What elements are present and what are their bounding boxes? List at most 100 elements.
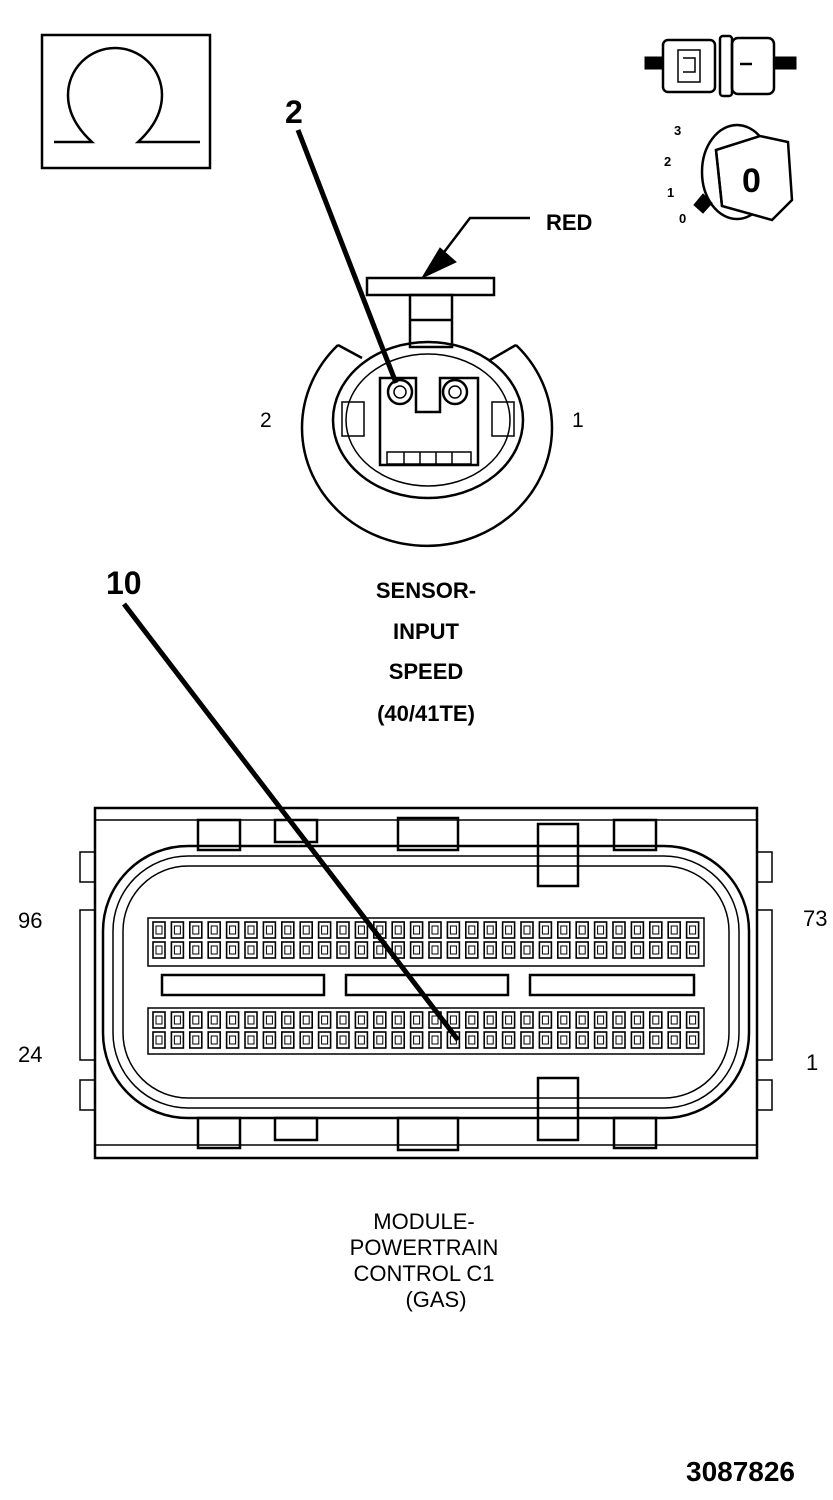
connector-disconnected-icon	[644, 34, 797, 98]
sensor-title-line-4: (40/41TE)	[377, 701, 475, 726]
pcm-pin-cavity	[667, 1011, 682, 1029]
pcm-pin-terminal	[302, 1035, 310, 1045]
pcm-pin-terminal	[265, 945, 273, 955]
pcm-pin-cavity	[409, 1031, 424, 1049]
pcm-pin-terminal	[541, 925, 549, 935]
pcm-pin-terminal	[505, 1015, 513, 1025]
pcm-pin-cavity	[189, 921, 203, 939]
pcm-pin-terminal	[173, 1035, 181, 1045]
pcm-pin-terminal	[284, 925, 292, 935]
pcm-pin-cavity	[593, 1011, 608, 1029]
pcm-pin-cavity	[372, 1011, 387, 1029]
pcm-title-line-1: MODULE-	[373, 1209, 474, 1234]
callout-2: 2	[285, 94, 399, 384]
pcm-pin-cavity	[409, 1011, 424, 1029]
pcm-pin-cavity	[409, 921, 424, 939]
pcm-pin-terminal	[321, 945, 329, 955]
pcm-pin-terminal	[155, 1035, 163, 1045]
pcm-pin-cavity	[464, 1011, 479, 1029]
pcm-pin-terminal	[541, 1035, 549, 1045]
ignition-position-0: 0	[679, 211, 686, 226]
pcm-pin-terminal	[247, 925, 255, 935]
pcm-pin-cavity	[428, 941, 442, 959]
pcm-pin-cavity	[446, 941, 461, 959]
pcm-pin-terminal	[689, 1015, 697, 1025]
pcm-pin-terminal	[560, 945, 568, 955]
pcm-pin-cavity	[575, 1031, 590, 1049]
pcm-pin-terminal	[155, 945, 163, 955]
pcm-pin-cavity	[483, 941, 498, 959]
pcm-pin-cavity	[262, 1011, 277, 1029]
sensor-title-line-1: SENSOR-	[376, 578, 476, 603]
pcm-pin-terminal	[652, 925, 660, 935]
pcm-pin-terminal	[394, 1015, 402, 1025]
pcm-pin-cavity	[593, 1031, 608, 1049]
pcm-pin-terminal	[192, 945, 200, 955]
sensor-title: SENSOR- INPUT SPEED (40/41TE)	[376, 578, 476, 726]
pcm-pin-terminal	[505, 925, 513, 935]
pcm-pin-terminal	[468, 925, 476, 935]
pcm-pin-terminal	[339, 1035, 347, 1045]
ohm-symbol-icon	[40, 33, 212, 170]
pcm-pin-cavity	[685, 1011, 700, 1029]
pcm-pin-terminal	[155, 925, 163, 935]
pcm-pin-cavity	[372, 1031, 387, 1049]
pcm-pin-terminal	[173, 1015, 181, 1025]
pcm-pin-cavity	[538, 1011, 553, 1029]
pcm-pin-cavity	[556, 1011, 571, 1029]
pcm-pin-cavity	[225, 941, 240, 959]
pcm-pin-terminal	[468, 945, 476, 955]
pcm-pin-terminal	[431, 925, 439, 935]
pcm-pin-cavity	[593, 921, 608, 939]
pcm-pin-cavity	[409, 941, 424, 959]
pcm-pin-terminal	[321, 1035, 329, 1045]
pcm-pin-terminal	[486, 945, 494, 955]
pcm-pin-cavity	[280, 1031, 295, 1049]
pcm-pin-cavity	[152, 921, 166, 939]
pcm-pin-cavity	[391, 1011, 406, 1029]
pcm-pin-cavity	[225, 1011, 240, 1029]
pcm-pin-terminal	[578, 925, 586, 935]
sensor-title-line-3: SPEED	[389, 659, 464, 684]
pcm-pin-cavity	[556, 1031, 571, 1049]
pcm-pin-cavity	[446, 921, 461, 939]
pcm-pin-cavity	[612, 941, 626, 959]
pcm-pin-cavity	[317, 1011, 332, 1029]
pcm-pin-terminal	[468, 1035, 476, 1045]
pcm-pin-cavity	[538, 1031, 553, 1049]
pcm-c1-connector: 96 73 24 1	[18, 806, 827, 1160]
ignition-key-icon: 3 2 1 0 0	[664, 123, 794, 226]
pcm-pin-terminal	[302, 1015, 310, 1025]
pcm-pin-terminal	[376, 945, 384, 955]
pcm-pin-terminal	[394, 925, 402, 935]
pcm-pin-cavity	[189, 1031, 203, 1049]
pcm-pin-cavity	[299, 941, 314, 959]
pcm-pin-cavity	[207, 941, 221, 959]
pcm-pin-cavity	[354, 1011, 369, 1029]
pcm-pin-cavity	[464, 1031, 479, 1049]
pcm-pin-terminal	[560, 925, 568, 935]
pcm-pin-cavity	[207, 1011, 221, 1029]
pcm-pin-cavity	[391, 1031, 406, 1049]
pcm-pin-terminal	[339, 945, 347, 955]
pcm-pin-terminal	[633, 925, 641, 935]
pcm-pin-terminal	[431, 945, 439, 955]
pcm-pin-cavity	[575, 1011, 590, 1029]
pcm-pin-cavity	[464, 921, 479, 939]
pcm-pin-cavity	[299, 921, 314, 939]
pcm-pin-terminal	[615, 925, 623, 935]
pcm-pin-terminal	[689, 945, 697, 955]
pcm-pin-terminal	[247, 1015, 255, 1025]
pcm-pin-cavity	[299, 1011, 314, 1029]
pcm-pin-terminal	[265, 1035, 273, 1045]
pcm-pin-cavity	[170, 1031, 185, 1049]
pcm-pin-cavity	[538, 941, 553, 959]
wire-color-leader: RED	[420, 210, 592, 280]
pcm-pin-cavity	[225, 1031, 240, 1049]
pcm-pin-cavity	[225, 921, 240, 939]
pcm-pin-cavity	[446, 1011, 461, 1029]
pcm-pin-cavity	[520, 941, 534, 959]
pcm-pin-terminal	[265, 925, 273, 935]
ignition-position-3: 3	[674, 123, 681, 138]
pcm-pin-terminal	[652, 1035, 660, 1045]
